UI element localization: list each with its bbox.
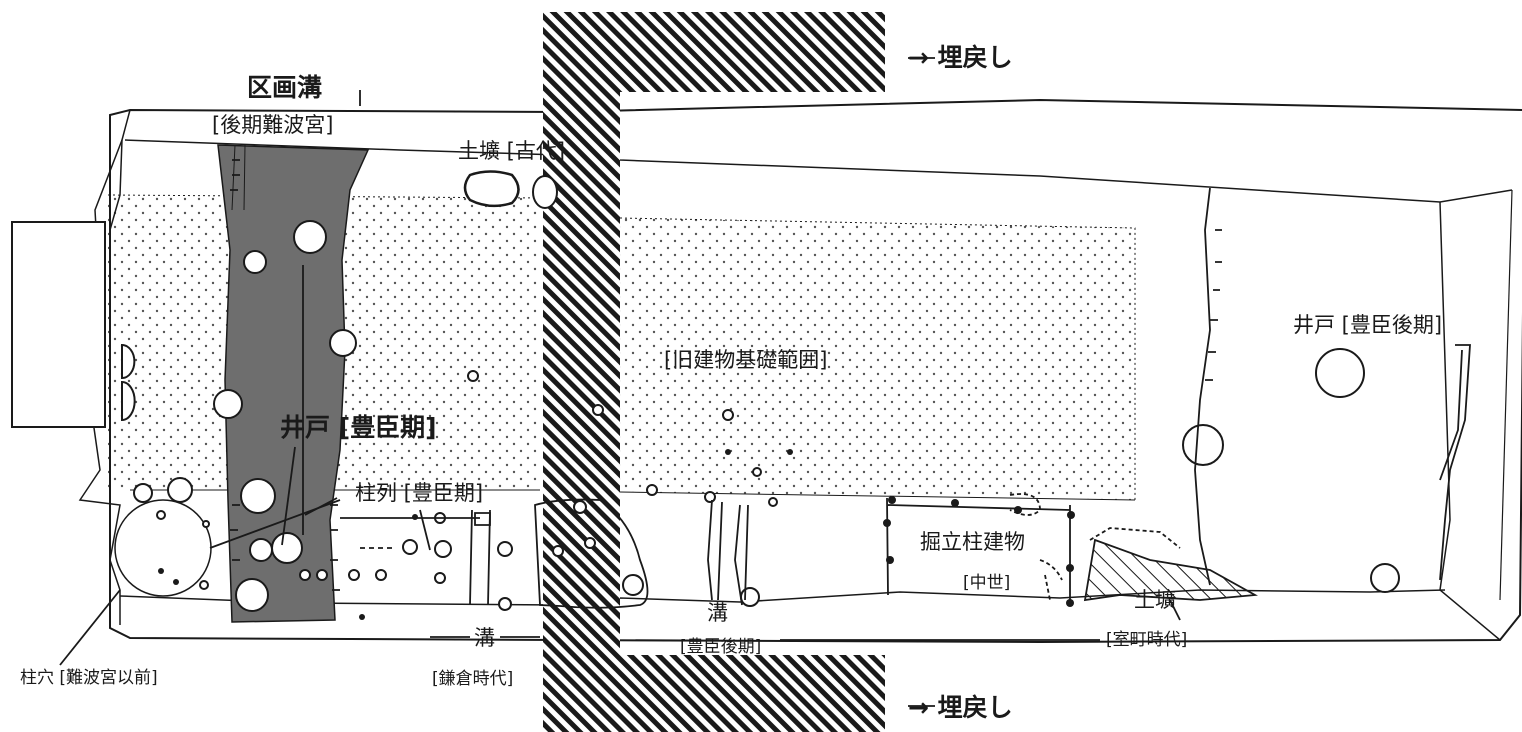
- mizo-toyotomi-name-label: 溝: [707, 601, 728, 625]
- backfill-band: [543, 12, 885, 732]
- dokou-muromachi-name-label: 土壙: [1134, 588, 1176, 612]
- kyu-kiso-label: [旧建物基礎範囲]: [664, 348, 827, 372]
- ido-toyotomi-kouki-label: 井戸 [豊臣後期]: [1293, 313, 1442, 337]
- mizo-toyotomi-period-label: [豊臣後期]: [680, 637, 761, 657]
- dokou-muromachi-period-label: [室町時代]: [1106, 630, 1187, 650]
- minor-features: [230, 159, 1471, 609]
- chuuretsu-label: 柱列 [豊臣期]: [355, 481, 483, 505]
- mizo-kamakura-name-label: 溝: [474, 626, 495, 650]
- leader-lines: [59, 57, 1181, 707]
- ido-toyotomi-label: 井戸 [豊臣期]: [280, 413, 437, 442]
- backfill-bottom-label: → 埋戻し: [908, 693, 1013, 722]
- kukaku-period-label: [後期難波宮]: [212, 113, 333, 137]
- pits-and-postholes: [114, 170, 1400, 612]
- mizo-kamakura-period-label: [鎌倉時代]: [432, 669, 513, 689]
- side-panel: [11, 221, 106, 428]
- dokou-kodai-label: 土壙 [古代]: [458, 139, 565, 163]
- chuuketsu-label: 柱穴 [難波宮以前]: [20, 668, 158, 688]
- hottate-name-label: 掘立柱建物: [920, 530, 1025, 554]
- hottate-period-label: [中世]: [963, 573, 1010, 593]
- kukaku-title-label: 区画溝: [247, 73, 322, 102]
- backfill-top-label: → 埋戻し: [908, 43, 1013, 72]
